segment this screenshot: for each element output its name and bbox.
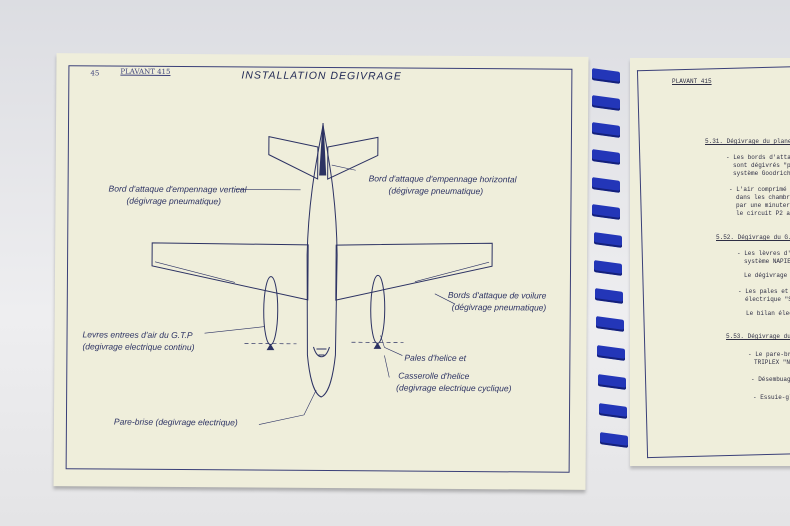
right-stabilizer xyxy=(327,136,379,180)
header-tag: PLAVANT 415 xyxy=(672,78,712,85)
label-gtp-intake: Levres entrees d'air du G.T.P(degivrage … xyxy=(82,329,195,353)
text-line: système NAPIER/ELA - xyxy=(744,258,790,265)
text-line: système Goodrich basse- xyxy=(733,170,790,177)
aircraft-drawing xyxy=(151,122,493,425)
section-5-33: 5.53. Dégivrage du pare-b xyxy=(726,333,790,340)
binding-ring xyxy=(592,177,620,193)
binding-ring xyxy=(595,288,623,304)
binding-ring xyxy=(597,345,625,361)
binding-ring xyxy=(592,149,620,165)
right-nacelle xyxy=(370,274,386,344)
text-line: par une minuterie situ xyxy=(736,202,790,209)
left-nacelle xyxy=(263,276,279,346)
binding-ring xyxy=(594,260,622,276)
left-page: 45 PLAVANT 415 INSTALLATION DEGIVRAGE Bo… xyxy=(53,53,589,490)
text-line: - Les bords d'attaque d'a xyxy=(726,154,790,161)
spiral-binding xyxy=(588,66,634,456)
text-line: - Désembuage par a xyxy=(751,376,790,383)
text-line: - Le pare-brise pil xyxy=(748,351,790,358)
label-horizontal-tail: Bord d'attaque d'empennage horizontal(dé… xyxy=(368,173,517,197)
label-vertical-tail: Bord d'attaque d'empennage vertical(dégi… xyxy=(108,183,247,207)
right-wing xyxy=(335,242,493,301)
binding-ring xyxy=(592,68,620,84)
fuselage xyxy=(306,124,338,398)
label-windshield: Pare-brise (degivrage electrique) xyxy=(113,416,238,428)
binding-ring xyxy=(600,432,628,448)
binding-ring xyxy=(592,204,620,220)
text-line: TRIPLEX "NESA" al xyxy=(754,359,790,366)
binding-ring xyxy=(594,232,622,248)
text-line: Le bilan électrique xyxy=(746,310,790,317)
text-line: dans les chambres ou t xyxy=(736,194,790,201)
text-line: - Les lèvres d'entrée xyxy=(737,250,790,257)
text-line: sont dégivrés "pneumati xyxy=(733,162,790,169)
text-line: - Les pales et les ca xyxy=(738,288,790,295)
left-wing xyxy=(151,242,309,301)
binding-ring xyxy=(592,122,620,138)
text-line: électrique "SPRAYMAT xyxy=(745,296,790,303)
binding-ring xyxy=(592,95,620,111)
text-line: Le dégivrage est con xyxy=(744,272,790,279)
fin xyxy=(319,122,327,176)
right-page: PLAVANT 415 5.31. Dégivrage du planeur -… xyxy=(630,58,790,466)
left-stabilizer xyxy=(268,136,319,180)
section-5-31: 5.31. Dégivrage du planeur xyxy=(705,138,790,145)
label-wing: Bords d'attaque de voilure(dégivrage pne… xyxy=(447,289,547,313)
text-line: le circuit P2 assure l xyxy=(736,210,790,217)
text-line: - L'air comprimé est pré xyxy=(729,186,790,193)
binding-ring xyxy=(599,403,627,419)
text-line: - Essuie-glace po xyxy=(753,394,790,401)
binding-ring xyxy=(598,374,626,390)
section-5-32: 5.52. Dégivrage du G.T.P. xyxy=(716,234,790,241)
binding-ring xyxy=(596,316,624,332)
